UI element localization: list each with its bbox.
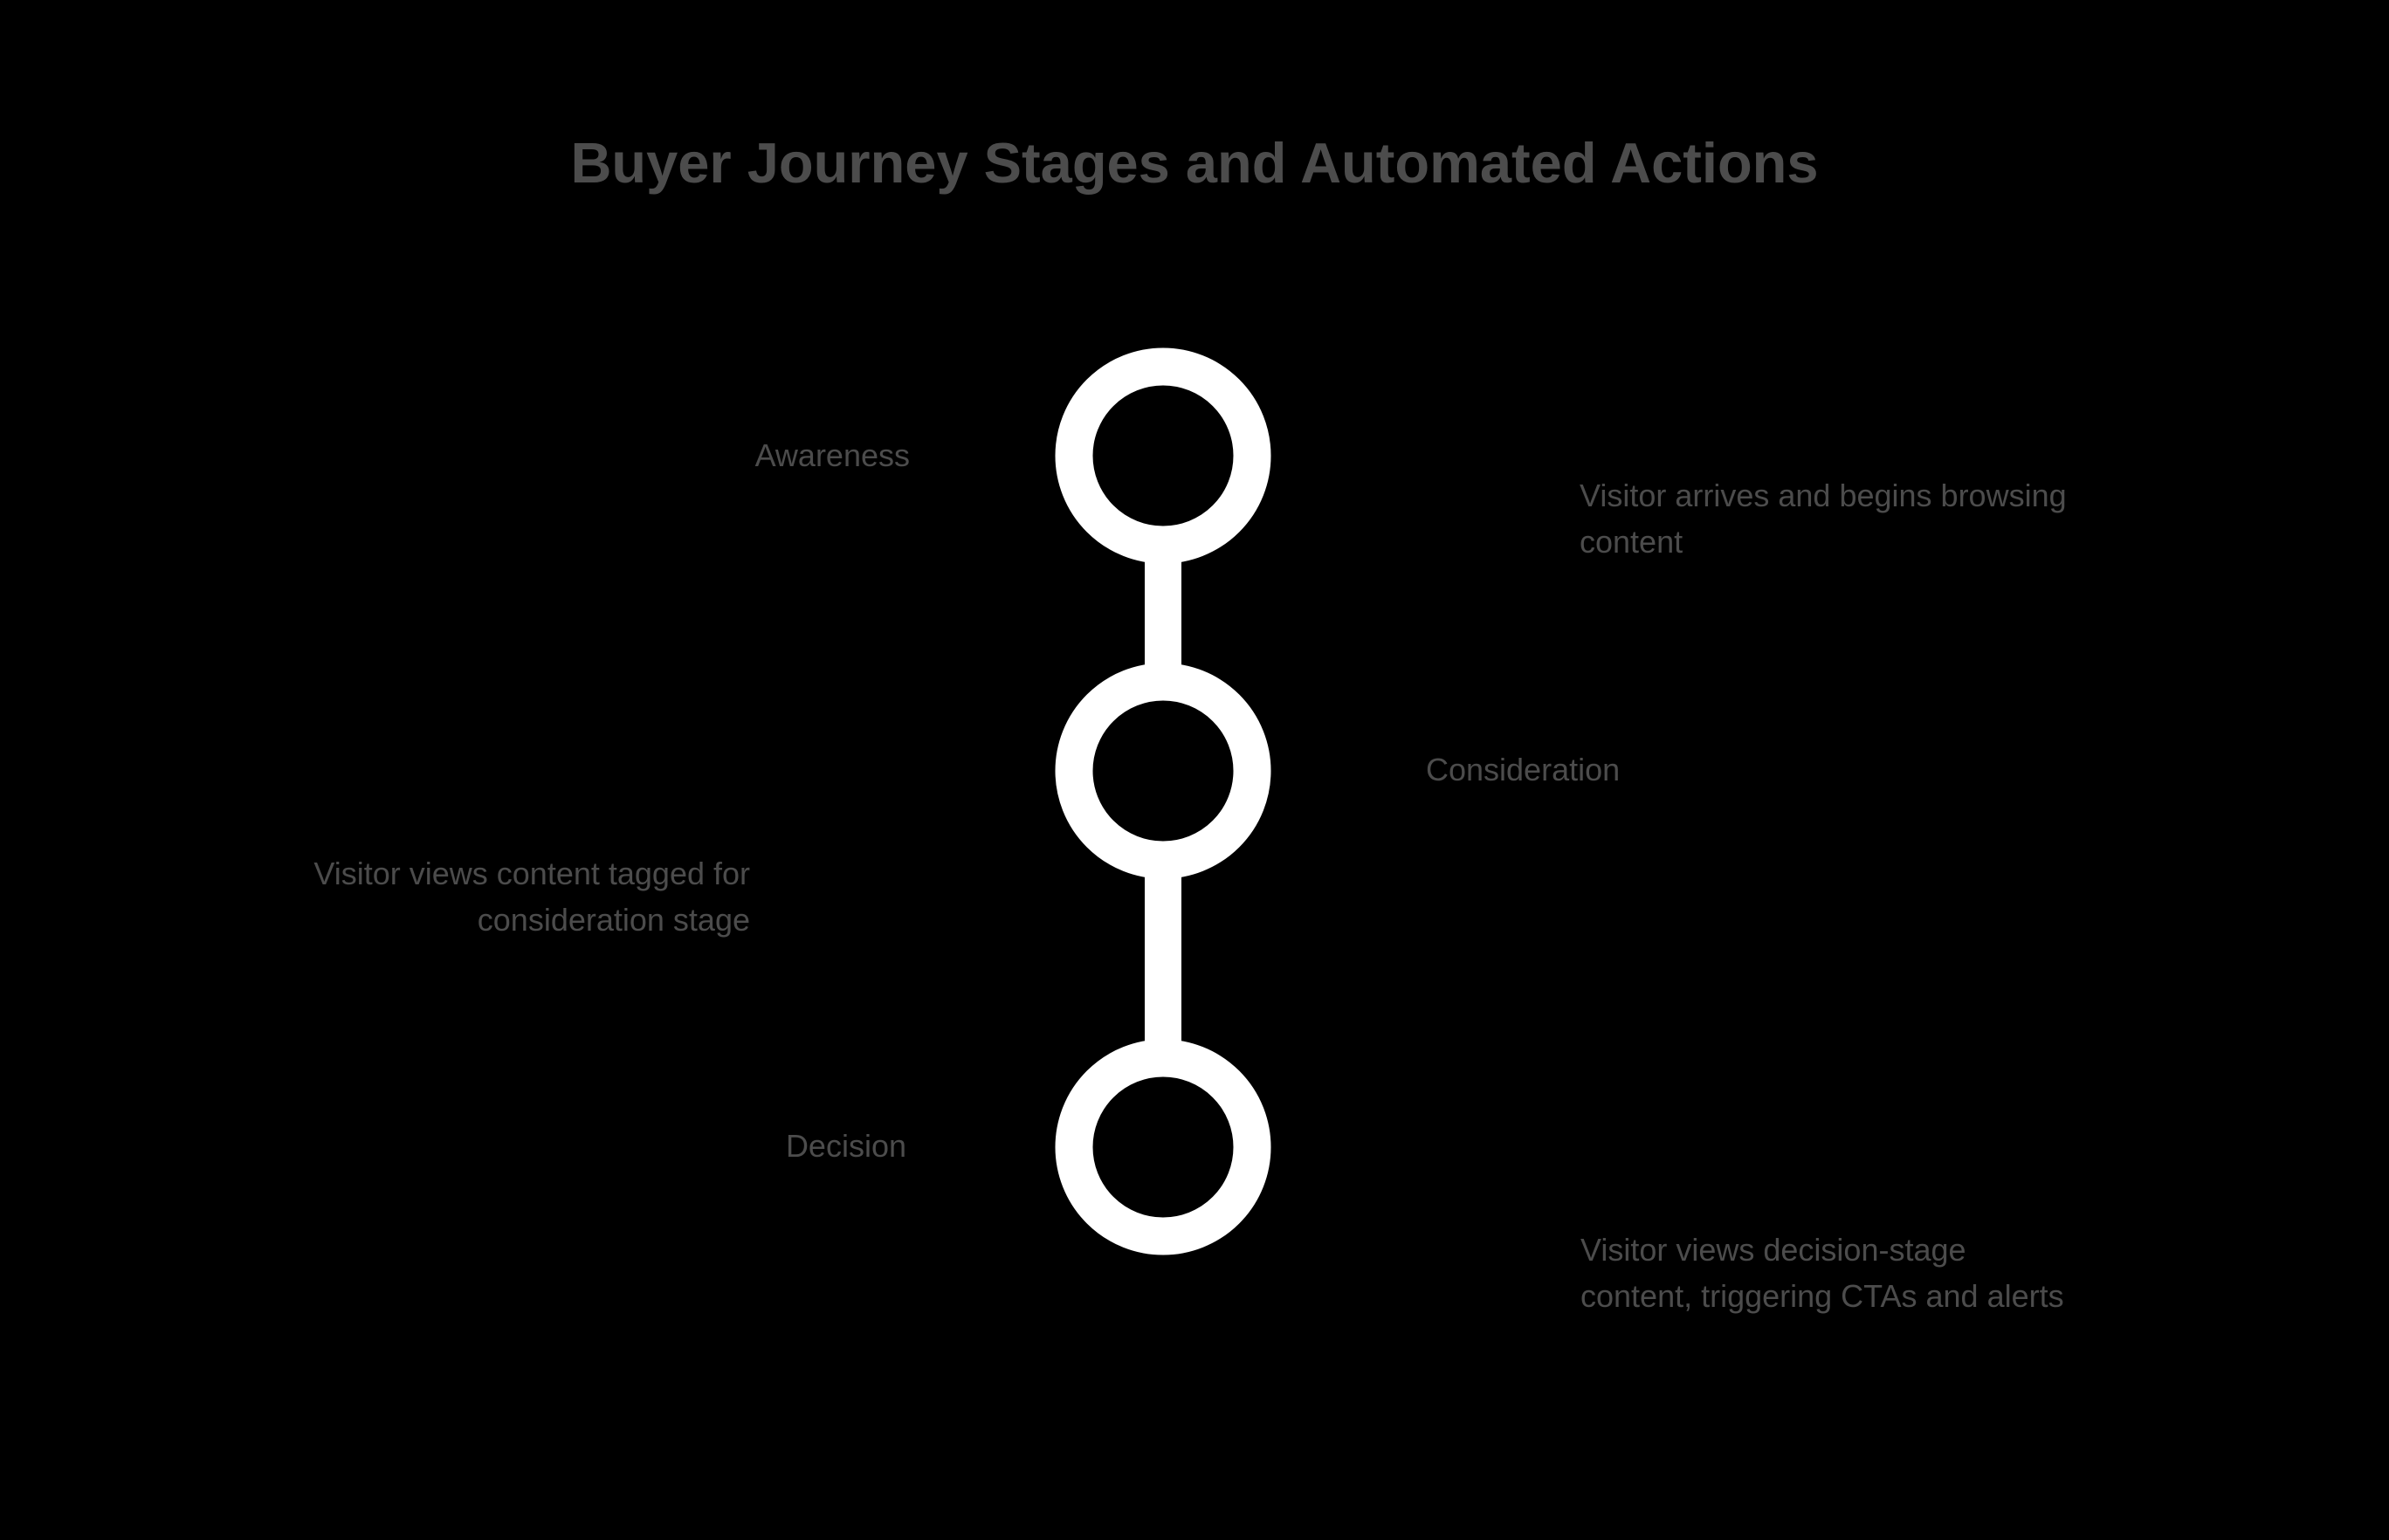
- stage-node-awareness: [1055, 347, 1271, 564]
- stage-label-awareness: Awareness: [754, 437, 910, 473]
- stage-description-decision: Visitor views decision-stage content, tr…: [1580, 1232, 2064, 1314]
- stage-description-awareness: Visitor arrives and begins browsing cont…: [1580, 478, 2067, 560]
- stage-label-decision: Decision: [785, 1128, 906, 1164]
- diagram-title: Buyer Journey Stages and Automated Actio…: [570, 131, 1819, 195]
- stage-node-consideration: [1055, 663, 1271, 879]
- stage-node-decision: [1055, 1039, 1271, 1255]
- stage-label-consideration: Consideration: [1426, 752, 1621, 787]
- stage-description-consideration: Visitor views content tagged for conside…: [313, 856, 750, 938]
